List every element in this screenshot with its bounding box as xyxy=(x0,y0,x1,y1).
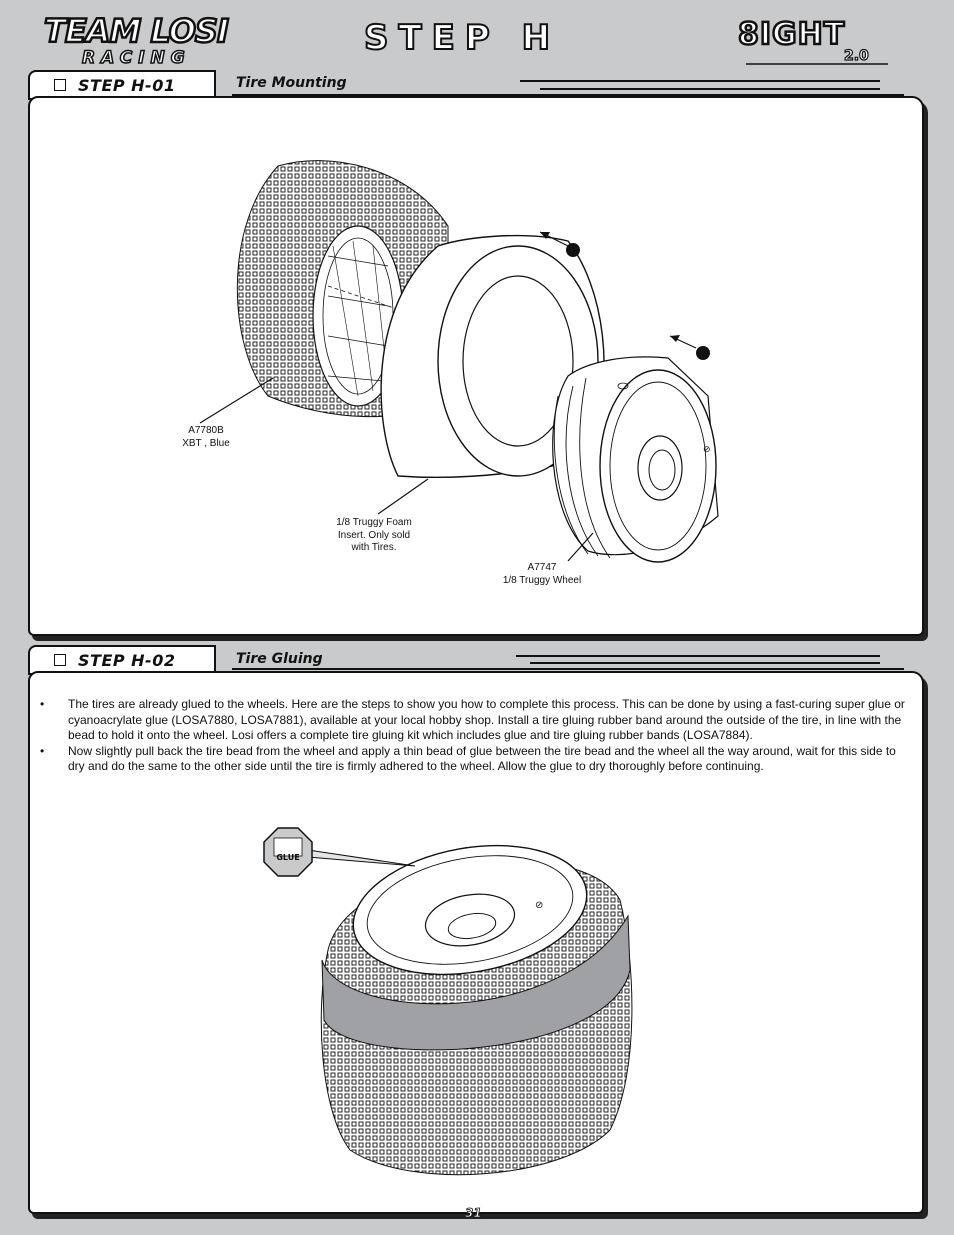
callout-wheel: A7747 1/8 Truggy Wheel xyxy=(502,562,582,586)
wheel-illustration: ⊘ xyxy=(552,356,719,563)
instruction-item: • Now slightly pull back the tire bead f… xyxy=(40,743,896,774)
step-h01-tab: STEP H-01 xyxy=(28,70,216,98)
instruction-item: • The tires are already glued to the whe… xyxy=(40,697,905,742)
step-h02-instructions: • The tires are already glued to the whe… xyxy=(40,697,912,775)
tire-mounting-diagram: ⊘ xyxy=(199,160,719,563)
direction-arrow-2 xyxy=(669,335,710,360)
page-title: STEP H xyxy=(363,17,561,59)
svg-text:⊘: ⊘ xyxy=(703,445,711,455)
step-h01-label: STEP H-01 xyxy=(78,75,176,95)
callout-foam-insert: 1/8 Truggy Foam Insert. Only sold with T… xyxy=(336,517,412,553)
page-number: 31 xyxy=(465,1206,482,1221)
callout-tire: A7780B XBT , Blue xyxy=(182,425,230,449)
product-version-text: 2.0 xyxy=(844,48,869,64)
tire-gluing-diagram: ⊘ GLUE xyxy=(263,827,633,1176)
glue-label: GLUE xyxy=(276,853,299,862)
brand-top-text: TEAM LOSI xyxy=(44,12,229,50)
brand-bottom-text: RACING xyxy=(82,48,191,66)
team-losi-logo: TEAM LOSI RACING xyxy=(43,11,231,66)
step-h02-label: STEP H-02 xyxy=(78,650,176,670)
glue-bottle-icon: GLUE xyxy=(263,827,313,877)
direction-arrow-1 xyxy=(539,231,580,257)
product-logo-text: 8IGHT xyxy=(738,17,845,52)
8ight-logo: 8IGHT 2.0 xyxy=(737,16,888,65)
step-h02-section-name: Tire Gluing xyxy=(236,651,323,667)
step-h01-section-name: Tire Mounting xyxy=(236,75,347,91)
step-h01-checkbox[interactable] xyxy=(54,79,66,91)
svg-text:⊘: ⊘ xyxy=(535,900,543,911)
step-h02-tab: STEP H-02 xyxy=(28,645,216,673)
step-h02-checkbox[interactable] xyxy=(54,654,66,666)
